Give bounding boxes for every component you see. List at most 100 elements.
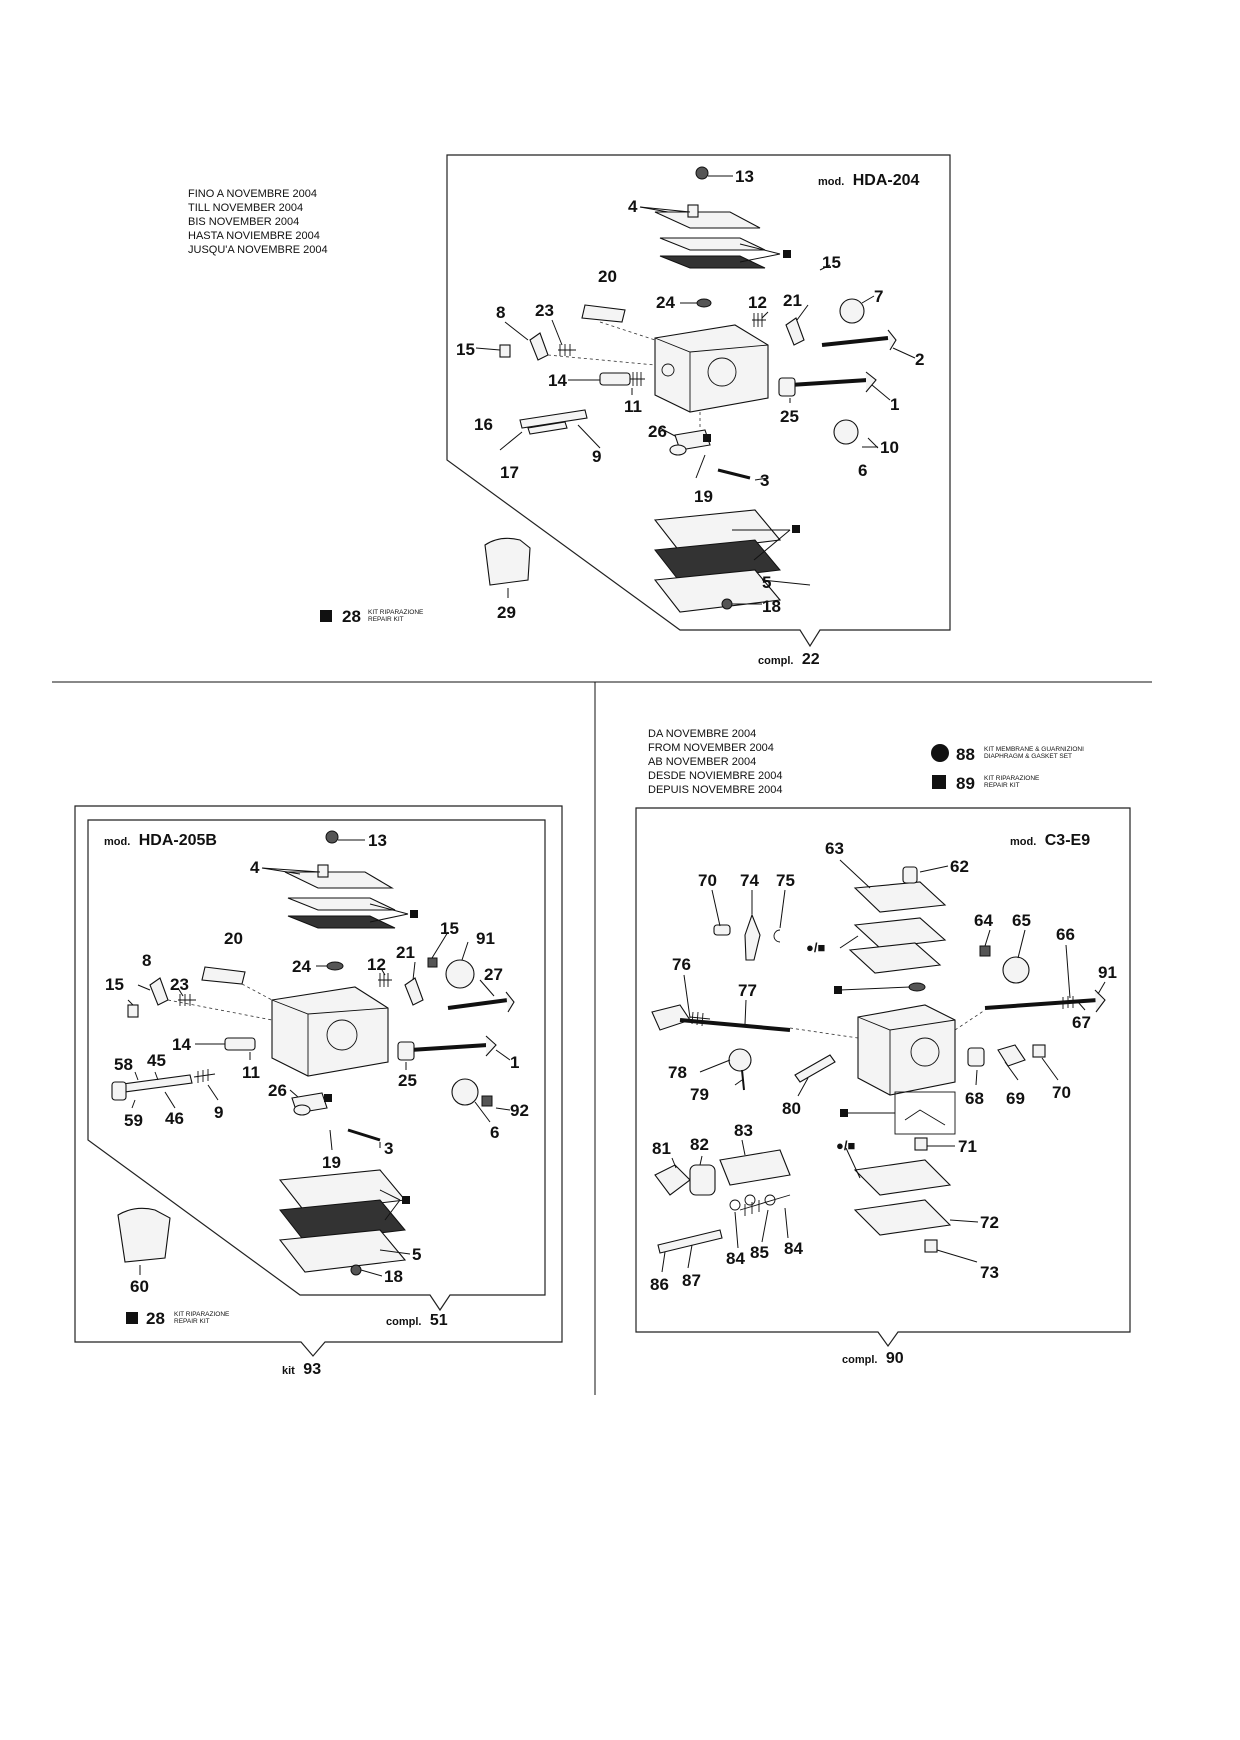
callout: 15 — [440, 919, 459, 938]
callout: 79 — [690, 1085, 709, 1104]
callout: 92 — [510, 1101, 529, 1120]
callout: 82 — [690, 1135, 709, 1154]
callout: 18 — [762, 597, 781, 616]
model-name: HDA-204 — [853, 172, 920, 189]
cover-screw — [325, 830, 339, 844]
o-ring — [744, 1194, 756, 1206]
compl-number: 90 — [886, 1350, 904, 1367]
lower-parts — [117, 1092, 407, 1276]
callout: 19 — [694, 487, 713, 506]
callout: 24 — [656, 293, 675, 312]
metering-diaphragm — [659, 255, 766, 269]
check-valve — [908, 982, 926, 992]
callout: 91 — [1098, 963, 1117, 982]
model-prefix: mod. — [104, 836, 130, 848]
choke-shaft — [984, 998, 1099, 1010]
callout: 69 — [1006, 1089, 1025, 1108]
leaders — [475, 175, 916, 605]
inlet-needle — [669, 444, 687, 456]
throttle-lever-arm — [404, 977, 424, 1006]
kit-label: REPAIR KIT — [984, 782, 1020, 789]
callout: 13 — [368, 831, 387, 850]
carburetor-body-outline — [857, 1004, 956, 1096]
kit-label: KIT RIPARAZIONE — [368, 609, 424, 616]
note-line: FINO A NOVEMBRE 2004 — [188, 188, 317, 200]
throttle-shaft — [789, 378, 869, 387]
panel-c3-e9: DA NOVEMBRE 2004 FROM NOVEMBER 2004 AB N… — [635, 728, 1131, 1367]
body-port — [661, 363, 675, 377]
callout: 77 — [738, 981, 757, 1000]
note-line: BIS NOVEMBER 2004 — [188, 216, 299, 228]
o-ring — [764, 1194, 776, 1206]
metering-cover — [284, 871, 395, 889]
throttle-lever — [865, 371, 877, 393]
cover-screw — [350, 1264, 362, 1276]
outer-kit-label: kit 93 — [282, 1361, 321, 1378]
throttle-valve — [728, 1048, 752, 1072]
kit-prefix: kit — [282, 1365, 295, 1377]
callout: 58 — [114, 1055, 133, 1074]
mixture-needle — [527, 421, 568, 435]
valve-screw — [427, 957, 438, 968]
model-label: mod. HDA-204 — [818, 172, 920, 189]
kit-label: REPAIR KIT — [174, 1318, 210, 1325]
callout: 76 — [672, 955, 691, 974]
note-line: DA NOVEMBRE 2004 — [648, 728, 756, 740]
pin — [713, 924, 731, 936]
callout: 85 — [750, 1243, 769, 1262]
screw — [979, 945, 991, 957]
metering-gasket — [287, 897, 396, 911]
callout: 16 — [474, 415, 493, 434]
left-parts — [499, 298, 805, 435]
panel-hda-205b: mod. HDA-205B — [74, 805, 563, 1378]
repair-kit-marker — [703, 434, 711, 442]
lever-pin — [347, 1128, 381, 1142]
callout: 14 — [548, 371, 567, 390]
callout: 59 — [124, 1111, 143, 1130]
throttle-lever — [997, 1044, 1026, 1067]
panel-frame — [635, 807, 1131, 1348]
kit-number: 28 — [146, 1309, 165, 1328]
part-callouts: 63 62 70 74 75 64 65 66 91 76 77 67 78 7… — [650, 839, 1117, 1294]
kit-label: KIT RIPARAZIONE — [984, 775, 1040, 782]
screw — [914, 1137, 928, 1151]
needle-cap — [111, 1081, 127, 1101]
carburetor-body-outline — [271, 986, 389, 1077]
callout: 4 — [250, 858, 260, 877]
shafts — [397, 959, 515, 1107]
square-marker-icon — [932, 775, 946, 789]
callout: 15 — [456, 340, 475, 359]
callout: 14 — [172, 1035, 191, 1054]
callout: 84 — [784, 1239, 803, 1258]
callout: 45 — [147, 1051, 166, 1070]
callout: 9 — [592, 447, 601, 466]
callout: 60 — [130, 1277, 149, 1296]
callout: 5 — [412, 1245, 421, 1264]
note-line: HASTA NOVIEMBRE 2004 — [188, 230, 320, 242]
shaft-spring — [1059, 996, 1081, 1009]
lever-detail — [904, 1109, 946, 1126]
throttle-shaft — [409, 1043, 489, 1052]
screw — [1032, 1044, 1046, 1058]
venturi-bore — [326, 1019, 358, 1051]
callout: 83 — [734, 1121, 753, 1140]
complete-assembly-label: compl. 22 — [758, 651, 820, 668]
metering-diaphragm — [853, 917, 947, 949]
shafts — [778, 298, 897, 445]
callout: 86 — [650, 1275, 669, 1294]
panel-hda-204: FINO A NOVEMBRE 2004 TILL NOVEMBER 2004 … — [188, 154, 951, 668]
screw-spring — [630, 372, 645, 386]
repair-kit-marker — [410, 910, 418, 918]
callout: 12 — [367, 955, 386, 974]
callout: 6 — [858, 461, 867, 480]
callout: 63 — [825, 839, 844, 858]
callout: 87 — [682, 1271, 701, 1290]
pump-diaphragm — [853, 1159, 952, 1196]
lower-parts — [484, 429, 782, 613]
part-callouts: 13 4 15 91 20 8 21 12 27 15 23 24 14 58 … — [105, 831, 529, 1296]
cover-boss — [687, 204, 699, 218]
circle-square-marker: ●/■ — [806, 940, 825, 955]
callout: 17 — [500, 463, 519, 482]
complete-assembly-label: compl. 90 — [842, 1350, 904, 1367]
bushing — [967, 1047, 985, 1067]
